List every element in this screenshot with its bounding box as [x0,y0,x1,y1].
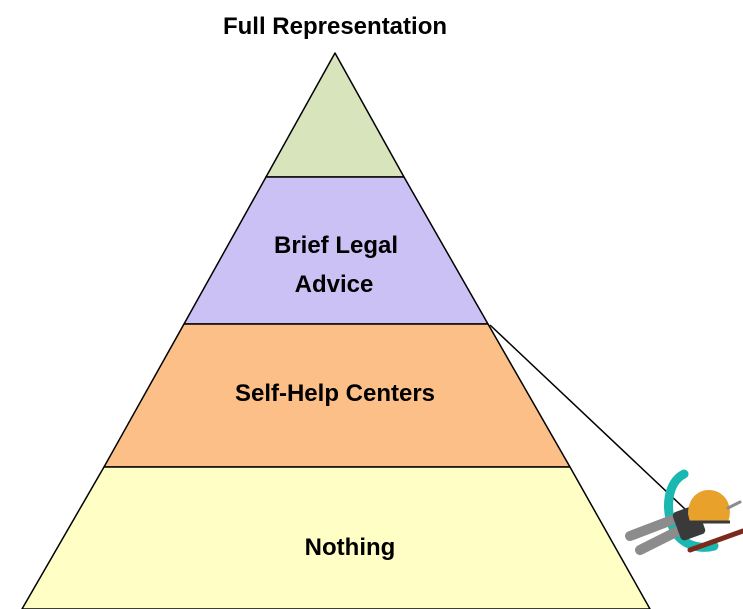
tier-full-representation [265,52,405,178]
tier-label-nothing: Nothing [305,534,396,561]
tier-nothing [21,466,651,609]
climber-helmet-icon [688,490,730,522]
climber-pole [687,528,743,553]
climbing-rope-line [489,324,687,511]
tier-label-brief-legal-advice: Brief Legal [274,232,398,259]
climber-hand [726,500,742,510]
pyramid-top-label: Full Representation [223,13,447,40]
tier-label-self-help-centers: Self-Help Centers [235,380,435,407]
tier-label-brief-legal-advice-line2: Advice [295,271,374,298]
climber-legs [625,515,685,555]
pyramid-tiers [21,52,651,609]
climber-with-rope-icon [625,469,743,555]
tier-labels: Brief Legal Advice Self-Help Centers Not… [235,232,435,561]
